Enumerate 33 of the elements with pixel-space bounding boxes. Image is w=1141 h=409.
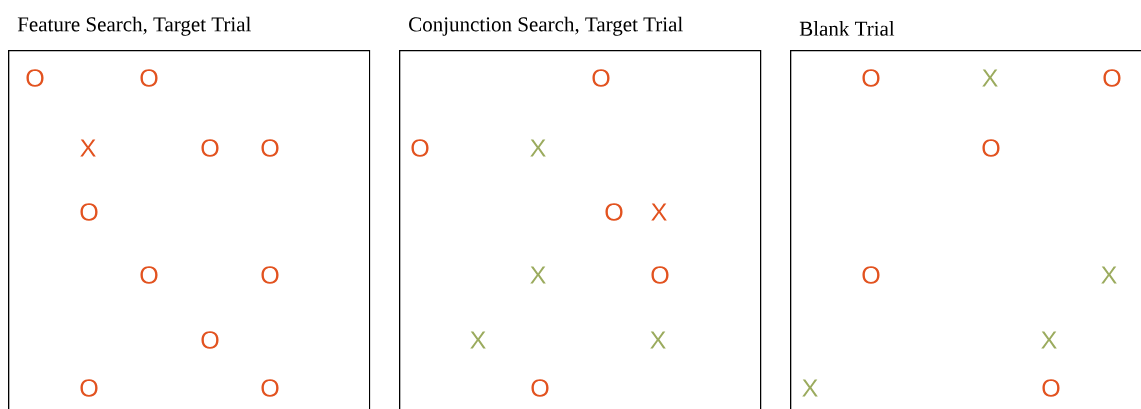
stimulus-letter: O xyxy=(140,266,158,284)
stimulus-letter: O xyxy=(592,69,610,87)
stimulus-letter: O xyxy=(201,139,219,157)
stimulus-letter: O xyxy=(862,266,880,284)
stimulus-letter: O xyxy=(26,69,44,87)
stimulus-letter: O xyxy=(605,203,623,221)
stimulus-letter: X xyxy=(530,139,546,157)
stimulus-letter: O xyxy=(140,69,158,87)
stimulus-letter: O xyxy=(261,379,279,397)
stimulus-letter: O xyxy=(80,203,98,221)
stimulus-letter: O xyxy=(531,379,549,397)
stimulus-letter: O xyxy=(201,331,219,349)
stimulus-letter: X xyxy=(802,379,818,397)
node-label: Blank Trial xyxy=(799,21,895,36)
node-label: Feature Search, Target Trial xyxy=(17,16,251,36)
stimulus-letter: O xyxy=(1103,69,1121,87)
stimulus-letter: X xyxy=(651,203,667,221)
stimulus-letter: O xyxy=(1042,379,1060,397)
stimulus-letter: O xyxy=(862,69,880,87)
stimulus-letter: X xyxy=(982,69,998,87)
stimulus-letter: O xyxy=(80,379,98,397)
stimulus-letter: X xyxy=(1101,266,1117,284)
stimulus-letter: O xyxy=(411,139,429,157)
stimulus-letter: X xyxy=(470,331,486,349)
node-label: Conjunction Search, Target Trial xyxy=(409,16,683,36)
stimulus-letter: O xyxy=(261,266,279,284)
stimulus-letter: X xyxy=(530,266,546,284)
stimulus-letter: X xyxy=(1041,331,1057,349)
stimulus-letter: O xyxy=(982,139,1000,157)
stimulus-letter: X xyxy=(80,139,96,157)
stimulus-letter: O xyxy=(651,266,669,284)
stimulus-letter: O xyxy=(261,139,279,157)
stimulus-letter: X xyxy=(650,331,666,349)
